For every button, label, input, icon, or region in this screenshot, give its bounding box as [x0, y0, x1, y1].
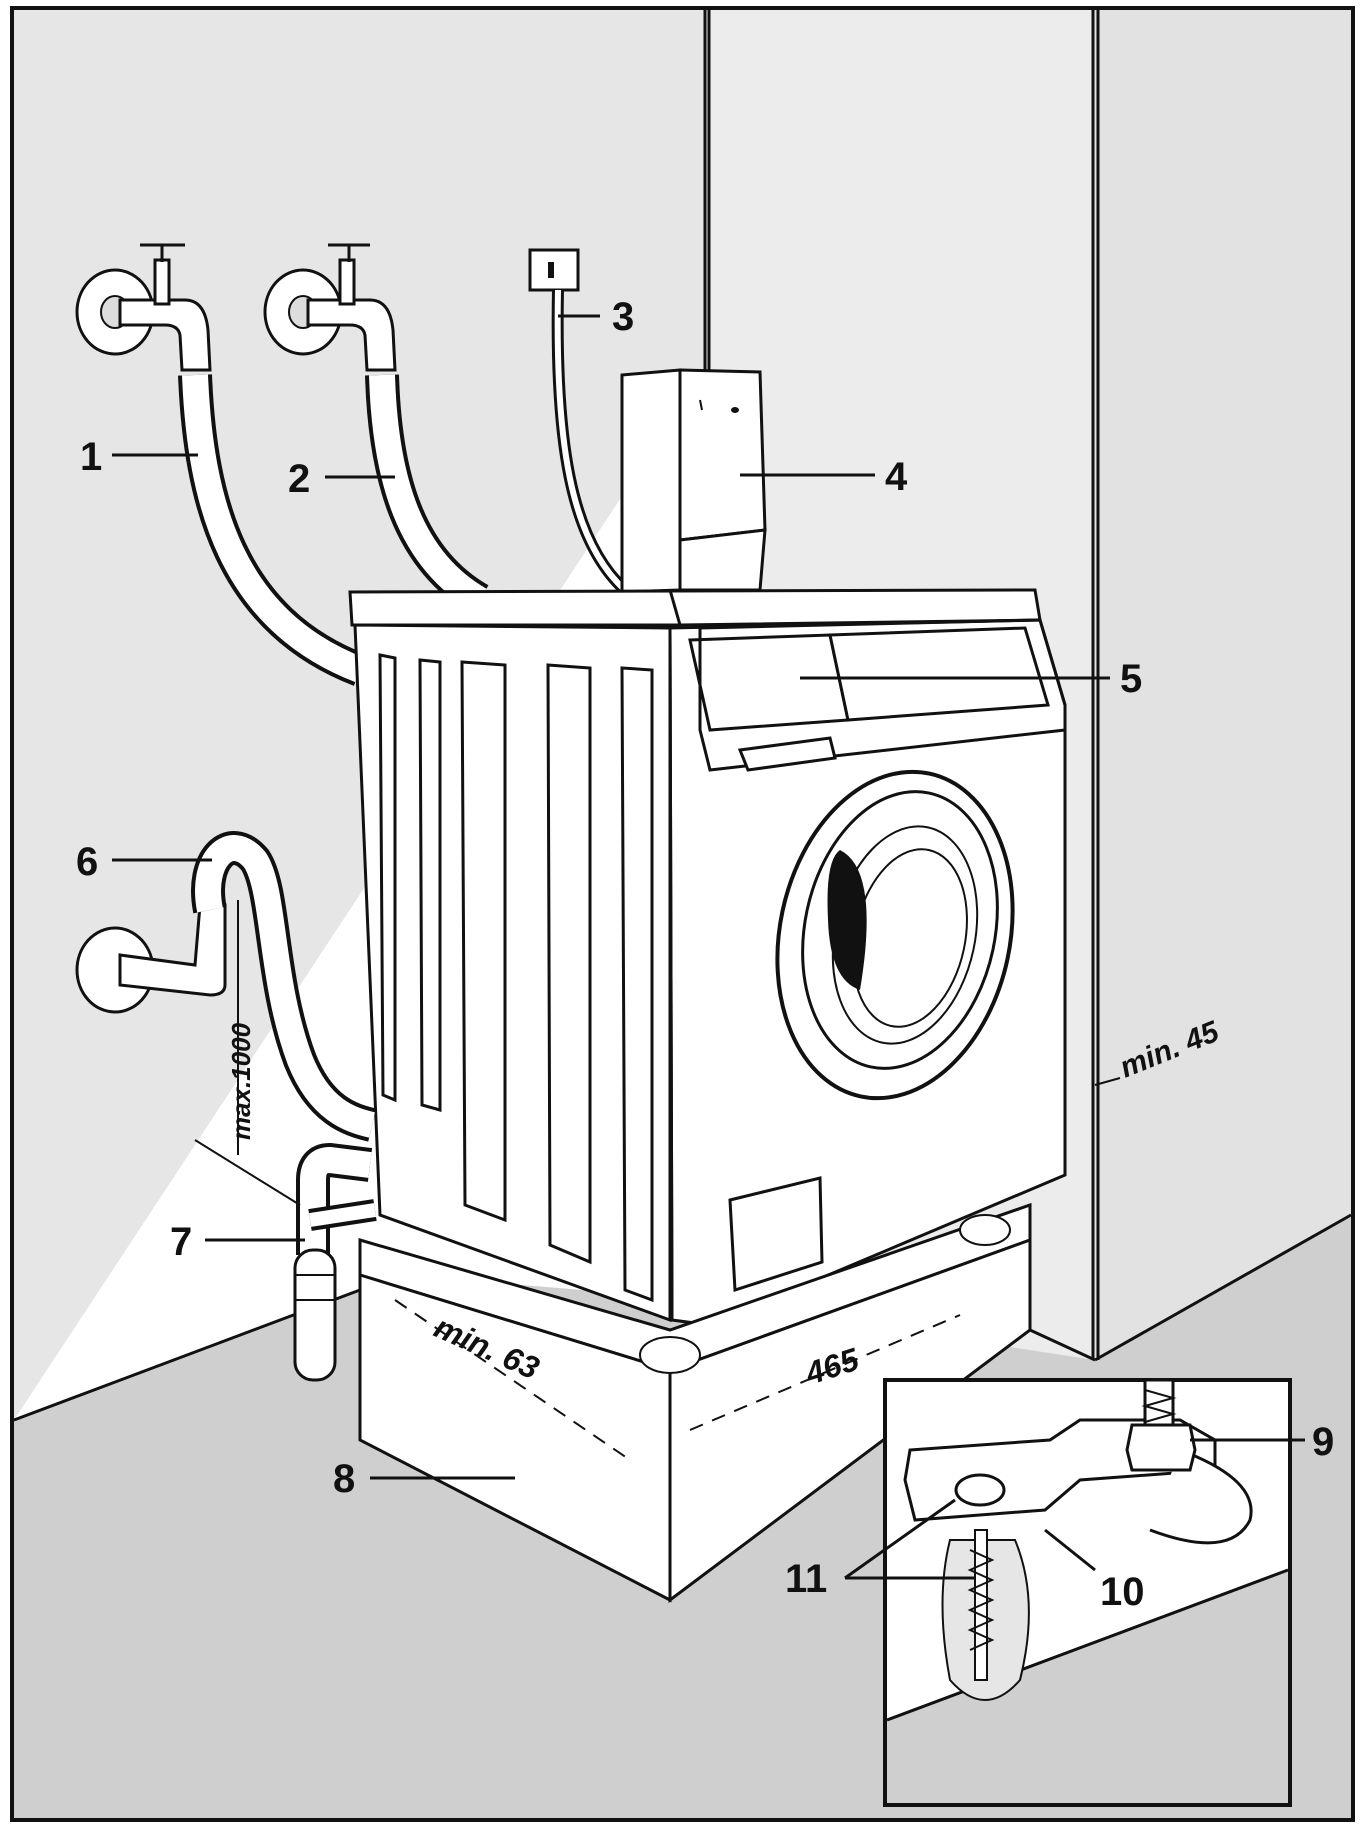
- callout-3: 3: [612, 295, 634, 339]
- callout-11: 11: [785, 1557, 827, 1601]
- right-wall: [1095, 10, 1351, 1360]
- callout-7: 7: [170, 1220, 192, 1264]
- machine-door: [775, 769, 1015, 1101]
- callout-8: 8: [333, 1457, 355, 1501]
- power-socket: [528, 248, 580, 292]
- callout-9: 9: [1312, 1420, 1334, 1464]
- callout-6: 6: [76, 840, 98, 884]
- callout-10: 10: [1100, 1570, 1145, 1614]
- inset-detail: [883, 1378, 1292, 1807]
- cold-water-tap: [75, 243, 212, 372]
- callout-1: 1: [80, 435, 102, 479]
- dimension-lines: [194, 900, 1121, 1461]
- adjusting-nut: [1125, 1423, 1197, 1472]
- leader-lines: [112, 314, 1305, 1580]
- drain-siphon: [293, 1142, 377, 1382]
- plinth: [358, 1202, 1032, 1603]
- screw-head: [954, 1473, 1006, 1507]
- side-ribs: [378, 653, 654, 1303]
- machine-top: [348, 588, 1042, 627]
- callout-4: 4: [885, 455, 908, 499]
- dimension-max-height: max.1000: [226, 1022, 256, 1140]
- top-module: [620, 368, 767, 594]
- service-flap: [728, 1176, 824, 1293]
- hot-water-tap: [263, 243, 397, 372]
- drain-hose: [75, 831, 376, 1142]
- callout-5: 5: [1120, 657, 1142, 701]
- control-panel: [688, 618, 1067, 772]
- callout-2: 2: [288, 457, 310, 501]
